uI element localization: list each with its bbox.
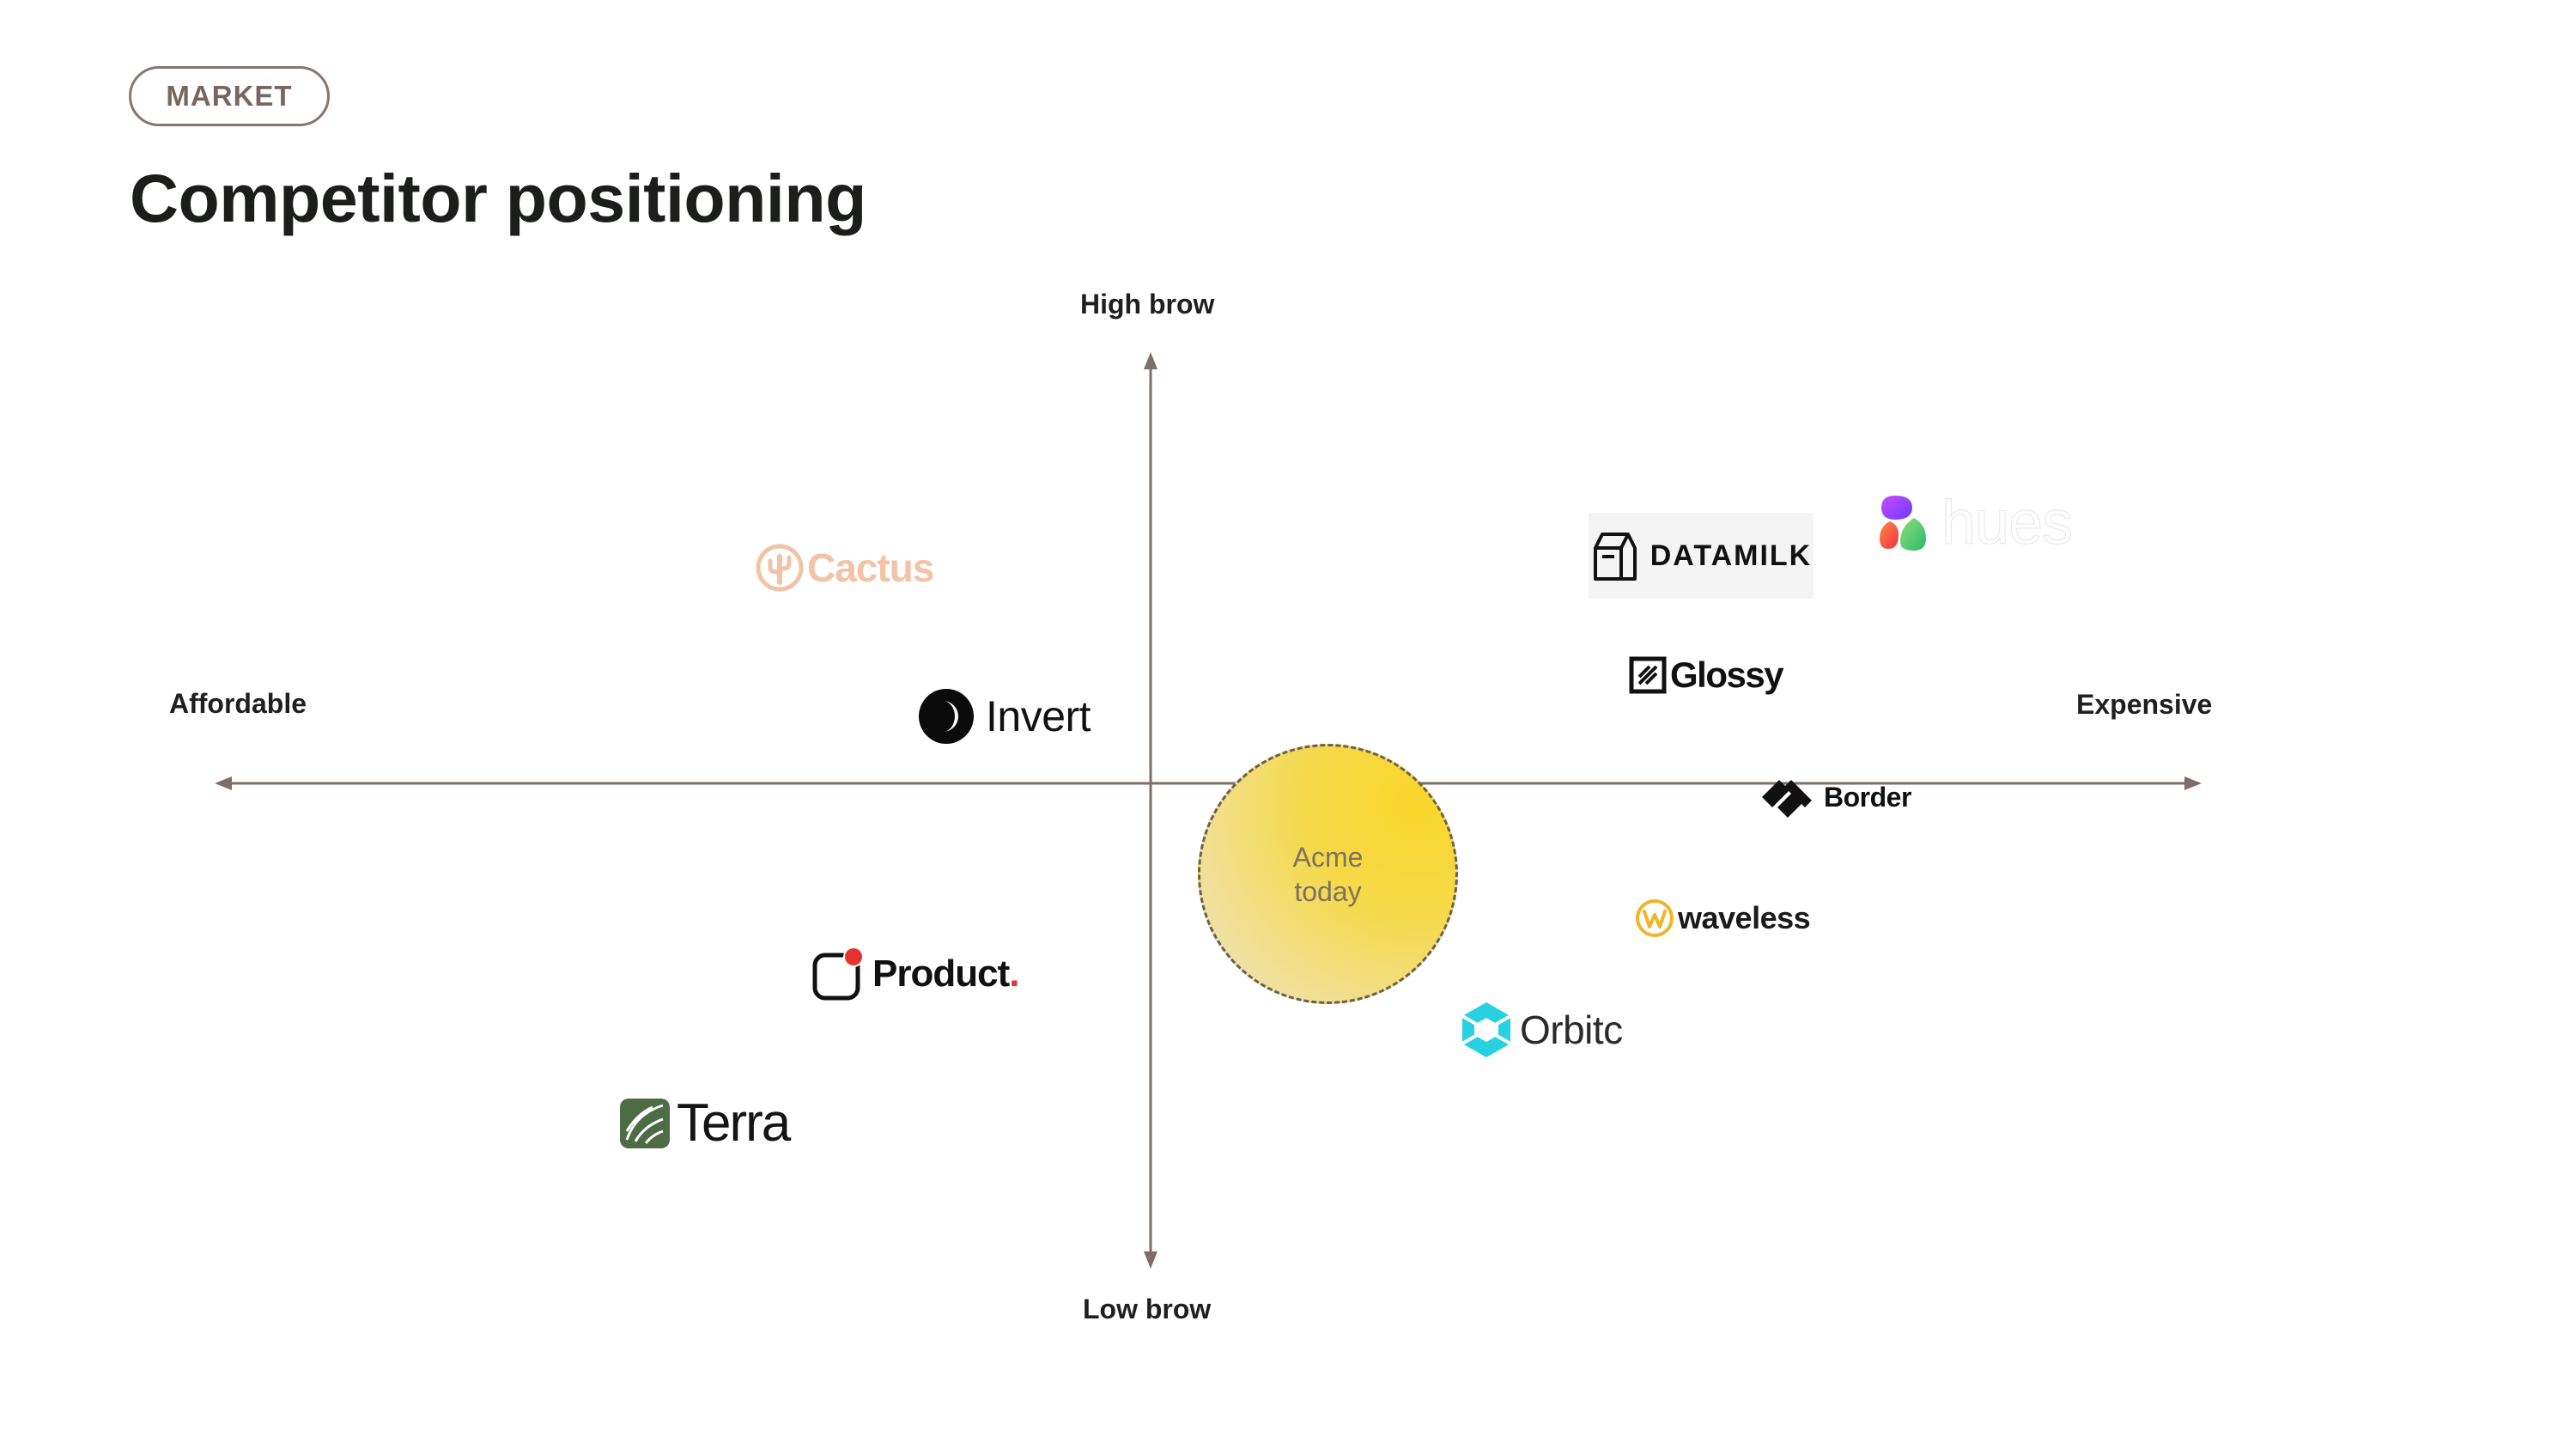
- glossy-name: Glossy: [1670, 654, 1784, 695]
- bubble-label-line2: today: [1294, 875, 1362, 907]
- orbitc-icon: [1460, 1001, 1513, 1059]
- invert-name: Invert: [986, 692, 1091, 740]
- axis-label-high-brow: High brow: [1080, 289, 1215, 320]
- logo-datamilk: DATAMILK: [1589, 513, 1814, 599]
- logo-border: Border: [1759, 776, 1911, 819]
- waveless-icon: [1635, 898, 1674, 938]
- border-icon: [1759, 776, 1819, 819]
- logo-cactus: Cactus: [756, 544, 934, 592]
- glossy-icon: [1629, 656, 1667, 694]
- page-title: Competitor positioning: [130, 160, 866, 236]
- cactus-icon: [756, 544, 804, 592]
- product-dot: .: [1009, 953, 1020, 995]
- bubble-label-line1: Acme: [1292, 841, 1364, 873]
- left-arrowhead: [215, 776, 232, 790]
- waveless-name: waveless: [1678, 900, 1811, 935]
- terra-name: Terra: [677, 1093, 791, 1153]
- datamilk-name: DATAMILK: [1649, 539, 1813, 572]
- right-arrowhead: [2184, 776, 2202, 790]
- terra-icon: [618, 1097, 671, 1150]
- logo-terra: Terra: [618, 1093, 791, 1154]
- acme-today-bubble: Acme today: [1198, 744, 1458, 1004]
- logo-invert: Invert: [919, 689, 1091, 744]
- logo-glossy: Glossy: [1629, 654, 1784, 696]
- hues-name: hues: [1941, 489, 2073, 558]
- axis-label-affordable: Affordable: [169, 688, 307, 719]
- product-icon: [812, 947, 866, 1002]
- orbitc-name: Orbitc: [1520, 1008, 1623, 1052]
- logo-waveless: waveless: [1635, 898, 1811, 938]
- logo-hues: hues: [1874, 488, 2074, 558]
- axis-label-low-brow: Low brow: [1083, 1294, 1212, 1324]
- border-name: Border: [1824, 781, 1911, 813]
- logo-orbitc: Orbitc: [1460, 1001, 1623, 1059]
- logo-product: Product .: [812, 947, 1019, 1002]
- milk-carton-icon: [1590, 529, 1640, 582]
- axis-label-expensive: Expensive: [2076, 689, 2213, 720]
- section-tag: MARKET: [129, 66, 330, 126]
- bottom-arrowhead: [1144, 1251, 1157, 1269]
- top-arrowhead: [1144, 352, 1157, 369]
- hues-icon: [1874, 492, 1936, 554]
- invert-icon: [919, 689, 974, 744]
- cactus-name: Cactus: [807, 545, 934, 590]
- product-name: Product: [872, 953, 1010, 995]
